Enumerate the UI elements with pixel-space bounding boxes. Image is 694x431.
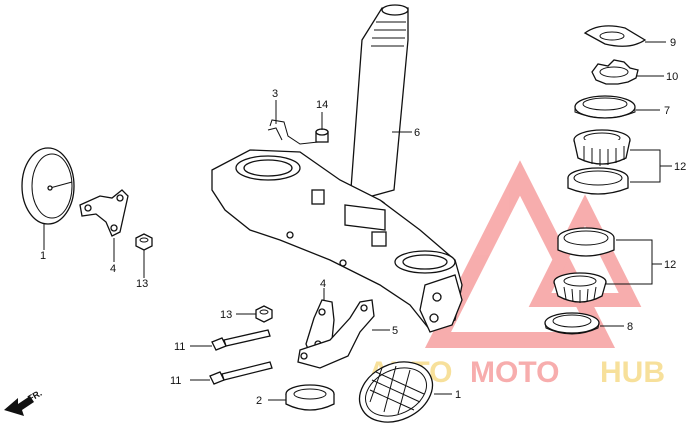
- front-direction-label: FR.: [26, 388, 44, 404]
- part-bolt-11-lower: [209, 361, 273, 385]
- callout-14: 14: [316, 99, 328, 111]
- callout-11-upper: 11: [174, 341, 185, 353]
- callout-6: 6: [414, 127, 420, 139]
- part-lock-nut: [591, 59, 639, 85]
- part-reflector-right: [358, 361, 434, 423]
- callout-labels: 9 10 7 12 12 8 6 3 14 1 4 13 4 5 13 11 1…: [40, 37, 686, 407]
- callout-12-lower: 12: [664, 259, 676, 271]
- part-washer: [583, 25, 647, 47]
- callout-1-left: 1: [40, 250, 46, 262]
- callout-1-right: 1: [455, 389, 461, 401]
- callout-11-lower: 11: [170, 375, 181, 387]
- watermark-logo-triangle: [424, 160, 642, 348]
- callout-2: 2: [256, 395, 262, 407]
- callout-10: 10: [666, 71, 678, 83]
- callout-8: 8: [627, 321, 633, 333]
- part-bolt-11-upper: [211, 329, 271, 351]
- part-dust-seal: [574, 95, 636, 119]
- watermark: AUTO MOTO HUB: [368, 160, 665, 389]
- front-arrow-icon: [4, 396, 34, 416]
- part-cable-guide: [267, 119, 319, 145]
- callout-13-left: 13: [136, 278, 148, 290]
- callout-3: 3: [272, 88, 278, 100]
- callout-13-lower: 13: [220, 309, 232, 321]
- part-bracket-5: [297, 299, 375, 369]
- part-bolt-14: [315, 128, 329, 143]
- watermark-text-hub: HUB: [600, 356, 665, 389]
- part-steering-stem: [211, 4, 463, 333]
- callout-5: 5: [392, 325, 398, 337]
- part-nut-lower: [255, 305, 273, 323]
- callout-4-lower: 4: [320, 278, 326, 290]
- callout-7: 7: [664, 105, 670, 117]
- part-upper-bearing-set: [567, 129, 631, 195]
- leader-lines: [43, 41, 672, 401]
- front-direction-indicator: FR.: [4, 388, 44, 416]
- part-nut-left: [135, 233, 153, 251]
- part-lower-dust-seal: [544, 312, 600, 335]
- callout-12-upper: 12: [674, 161, 686, 173]
- callout-4-left: 4: [110, 263, 116, 275]
- part-bracket-left: [79, 189, 129, 237]
- callout-9: 9: [670, 37, 676, 49]
- part-reflector-left: [21, 147, 75, 225]
- watermark-text-moto: MOTO: [470, 356, 559, 389]
- part-lower-bearing-set: [553, 227, 615, 303]
- part-collar: [285, 384, 335, 411]
